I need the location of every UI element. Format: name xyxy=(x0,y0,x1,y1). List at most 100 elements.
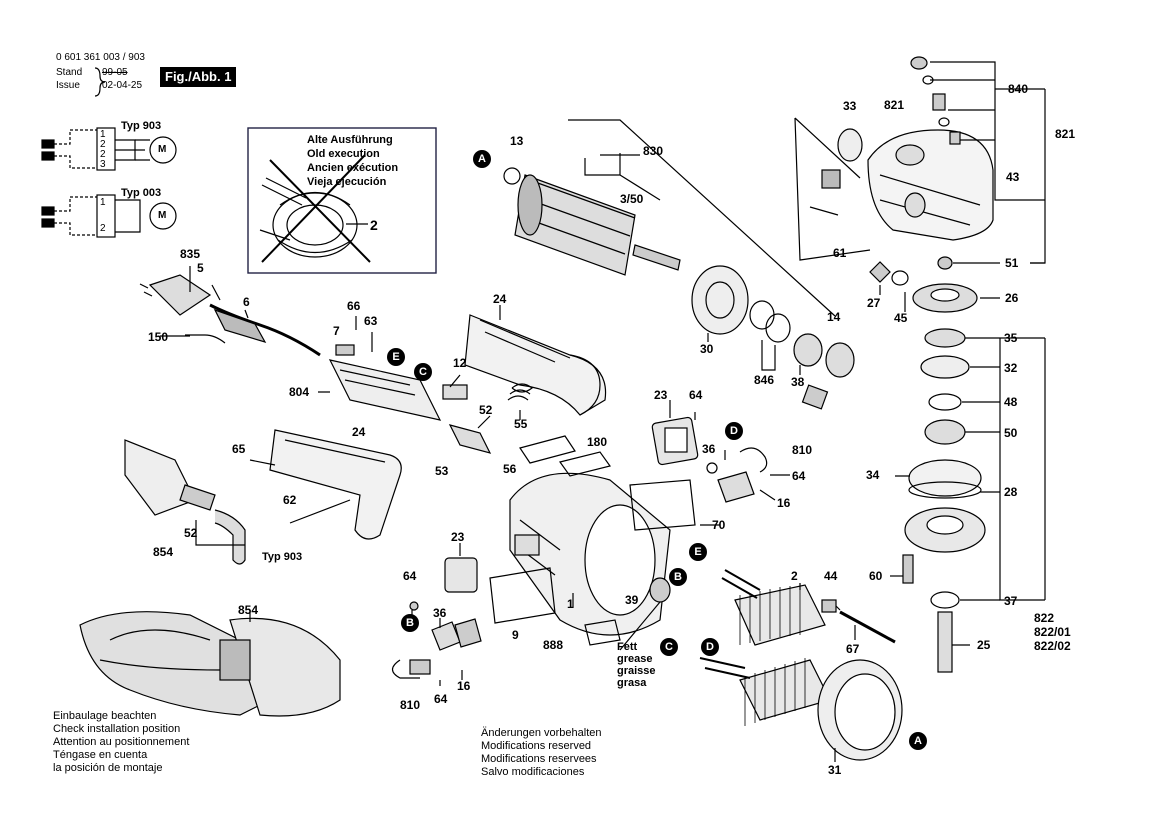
part-number-label: 51 xyxy=(1005,256,1019,270)
part-number-label: 3/50 xyxy=(620,192,644,206)
part-number-label: 840 xyxy=(1008,82,1029,96)
issue-bracket xyxy=(94,67,106,97)
part-number-label: 16 xyxy=(777,496,791,510)
issue-label: Issue xyxy=(56,80,80,91)
part-number-label: 23 xyxy=(451,530,465,544)
part-number-label: 50 xyxy=(1004,426,1018,440)
part-number-label: 60 xyxy=(869,569,883,583)
part-number-label: 25 xyxy=(977,638,991,652)
figure-label: Fig./Abb. 1 xyxy=(160,67,237,87)
part-number-label: 52 xyxy=(479,403,493,417)
stator-field xyxy=(699,569,831,726)
terminal-label: 1 xyxy=(100,197,106,208)
callout-d: D xyxy=(725,422,743,440)
motor-symbol-003: M xyxy=(158,210,167,221)
terminal-label: 2 xyxy=(100,139,106,150)
stand-value: 99-05 xyxy=(102,67,128,78)
part-number-label: 888 xyxy=(543,638,564,652)
callout-a: A xyxy=(473,150,491,168)
part-number-label: 34 xyxy=(866,468,880,482)
part-number-label: 37 xyxy=(1004,594,1018,608)
part-number-label: 804 xyxy=(289,385,310,399)
part-number-label: 70 xyxy=(712,518,726,532)
part-number-label: 16 xyxy=(457,679,471,693)
part-number-label: 65 xyxy=(232,442,246,456)
part-number-label: 13 xyxy=(510,134,524,148)
part-number-label: 28 xyxy=(1004,485,1018,499)
modifications-note: Änderungen vorbehalten Modifications res… xyxy=(481,727,602,778)
fan xyxy=(691,265,749,335)
part-number-label: 35 xyxy=(1004,331,1018,345)
part-number-label: 854 xyxy=(153,545,174,559)
part-number-label: 53 xyxy=(435,464,449,478)
armature xyxy=(503,167,681,276)
typ903-wiring-label: Typ 903 xyxy=(121,120,162,132)
part-number-label: 64 xyxy=(403,569,417,583)
part-number-label: 14 xyxy=(827,310,841,324)
part-number-label: 854 xyxy=(238,603,259,617)
part-number-label: 24 xyxy=(493,292,507,306)
part-number-label: 43 xyxy=(1006,170,1020,184)
handle-lower xyxy=(269,429,402,540)
callout-d: D xyxy=(701,638,719,656)
part-number-label: 810 xyxy=(792,443,813,457)
grease-note: Fett grease graisse grasa xyxy=(617,641,656,689)
terminal-label: 1 xyxy=(100,129,106,140)
part-number-label: 36 xyxy=(702,442,716,456)
part-number-label: 830 xyxy=(643,144,664,158)
motor-housing xyxy=(509,472,671,636)
handle-upper xyxy=(464,314,607,416)
old-field-coil xyxy=(259,154,371,263)
part-number: 0 601 361 003 / 903 xyxy=(56,52,145,63)
old-execution-part: 2 xyxy=(370,217,378,233)
wiring-typ903 xyxy=(41,127,177,171)
callout-b: B xyxy=(401,614,419,632)
part-number-label: 52 xyxy=(184,526,198,540)
part-number-label: 32 xyxy=(1004,361,1018,375)
part-number-label: 2 xyxy=(791,569,798,583)
old-execution-frame xyxy=(247,127,437,274)
part-number-label: 64 xyxy=(689,388,703,402)
part-number-label: 26 xyxy=(1005,291,1019,305)
part-number-label: 61 xyxy=(833,246,847,260)
part-number-label: 56 xyxy=(503,462,517,476)
part-number-label: 1 xyxy=(567,597,574,611)
issue-value: 02-04-25 xyxy=(102,80,143,91)
wiring-typ003 xyxy=(41,194,177,238)
part-number-label: 9 xyxy=(512,628,519,642)
stand-label: Stand xyxy=(56,67,83,78)
part-number-label: 24 xyxy=(352,425,366,439)
part-number-label: 45 xyxy=(894,311,908,325)
part-number-label: 6 xyxy=(243,295,250,309)
typ903-handle-label: Typ 903 xyxy=(262,551,303,563)
part-number-label: 63 xyxy=(364,314,378,328)
part-number-label: 44 xyxy=(824,569,838,583)
part-number-label: 31 xyxy=(828,763,842,777)
part-number-label: 821 xyxy=(1055,127,1076,141)
installation-note: Einbaulage beachten Check installation p… xyxy=(53,710,190,774)
part-number-label: 39 xyxy=(625,593,639,607)
typ003-wiring-label: Typ 003 xyxy=(121,187,162,199)
part-number-label: 822/01 xyxy=(1034,625,1071,639)
part-number-label: 150 xyxy=(148,330,169,344)
part-number-label: 66 xyxy=(347,299,361,313)
terminal-label: 3 xyxy=(100,159,106,170)
callout-c: C xyxy=(414,363,432,381)
part-number-label: 821 xyxy=(884,98,905,112)
part-number-label: 12 xyxy=(453,356,467,370)
cable-assembly xyxy=(139,274,321,357)
part-number-label: 7 xyxy=(333,324,340,338)
old-execution-text: Alte Ausführung Old execution Ancien exé… xyxy=(307,134,399,188)
part-number-label: 64 xyxy=(792,469,806,483)
callout-a: A xyxy=(909,732,927,750)
part-number-label: 822 xyxy=(1034,611,1055,625)
part-number-label: 846 xyxy=(754,373,775,387)
callout-c: C xyxy=(660,638,678,656)
motor-symbol-903: M xyxy=(158,144,167,155)
part-number-label: 27 xyxy=(867,296,881,310)
side-handle xyxy=(124,439,246,565)
part-number-label: 48 xyxy=(1004,395,1018,409)
terminal-label: 2 xyxy=(100,223,106,234)
callout-b: B xyxy=(669,568,687,586)
part-number-label: 5 xyxy=(197,261,204,275)
